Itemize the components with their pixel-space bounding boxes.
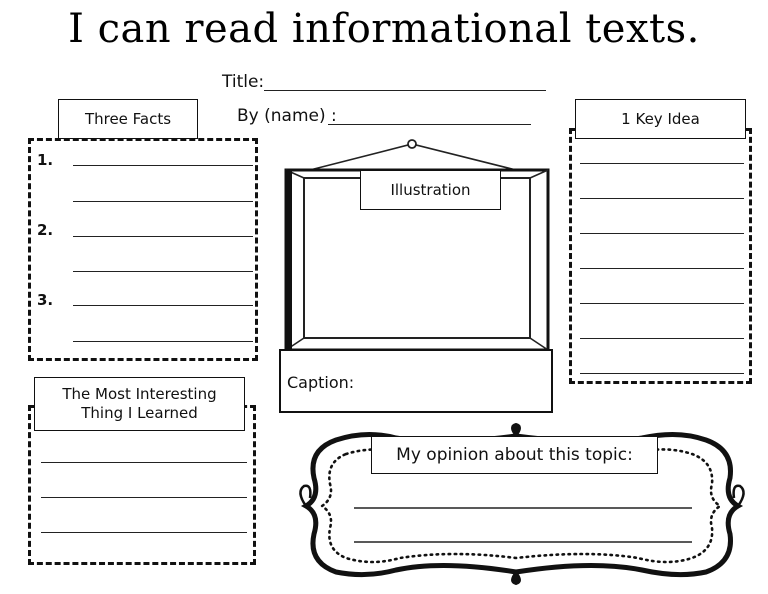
caption-box[interactable]: Caption: bbox=[279, 349, 553, 413]
interesting-line-1[interactable] bbox=[41, 462, 247, 463]
fact-2-line-1[interactable] bbox=[73, 236, 253, 237]
fact-number-2: 2. bbox=[37, 221, 54, 239]
interesting-line-2[interactable] bbox=[41, 497, 247, 498]
key-idea-line-6[interactable] bbox=[580, 338, 744, 339]
interesting-line-3[interactable] bbox=[41, 532, 247, 533]
author-label: By (name) : bbox=[237, 106, 337, 126]
key-idea-box bbox=[569, 128, 752, 384]
key-idea-line-3[interactable] bbox=[580, 233, 744, 234]
illustration-label: Illustration bbox=[360, 170, 501, 210]
fact-2-line-2[interactable] bbox=[73, 271, 253, 272]
interesting-label: The Most Interesting Thing I Learned bbox=[34, 377, 245, 431]
caption-label: Caption: bbox=[287, 373, 355, 392]
fact-1-line-2[interactable] bbox=[73, 201, 253, 202]
worksheet-heading: I can read informational texts. bbox=[68, 6, 700, 52]
key-idea-line-2[interactable] bbox=[580, 198, 744, 199]
fact-number-3: 3. bbox=[37, 291, 54, 309]
key-idea-label: 1 Key Idea bbox=[575, 99, 746, 139]
title-field[interactable] bbox=[264, 90, 546, 91]
three-facts-label: Three Facts bbox=[58, 99, 198, 139]
key-idea-line-4[interactable] bbox=[580, 268, 744, 269]
title-label: Title: bbox=[222, 72, 265, 92]
fact-3-line-1[interactable] bbox=[73, 305, 253, 306]
key-idea-line-7[interactable] bbox=[580, 373, 744, 374]
illustration-area[interactable] bbox=[306, 212, 526, 337]
key-idea-line-1[interactable] bbox=[580, 163, 744, 164]
opinion-label: My opinion about this topic: bbox=[371, 436, 658, 474]
three-facts-box: 1. 2. 3. bbox=[28, 138, 258, 361]
author-field[interactable] bbox=[328, 124, 531, 125]
opinion-writing-area[interactable] bbox=[354, 492, 692, 542]
fact-1-line-1[interactable] bbox=[73, 165, 253, 166]
fact-3-line-2[interactable] bbox=[73, 341, 253, 342]
fact-number-1: 1. bbox=[37, 151, 54, 169]
key-idea-line-5[interactable] bbox=[580, 303, 744, 304]
